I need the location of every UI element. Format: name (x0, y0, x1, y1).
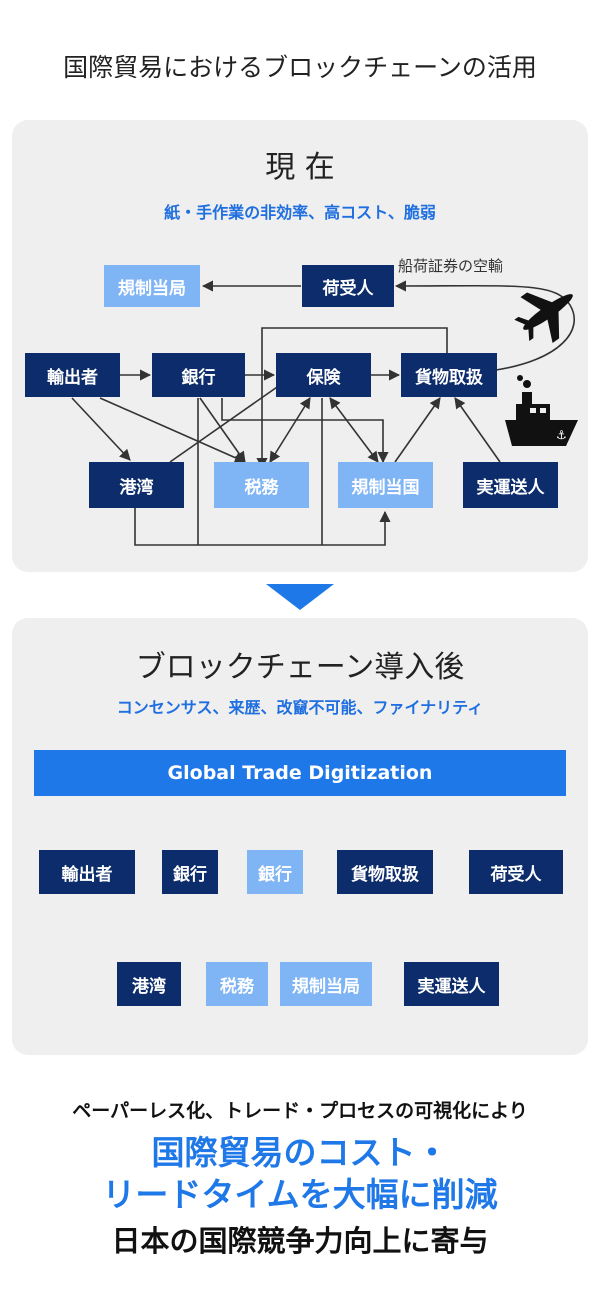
node-consignee: 荷受人 (302, 265, 394, 307)
after-heading: ブロックチェーン導入後 (135, 650, 465, 685)
current-subtitle: 紙・手作業の非効率、高コスト、脆弱 (164, 203, 436, 222)
down-arrow-icon (266, 584, 334, 610)
footer-highlight-line-a: 国際貿易のコスト・ (151, 1133, 449, 1172)
node-tax: 税務 (214, 462, 309, 508)
after-node-exporter: 輸出者 (39, 850, 135, 894)
after-node-bank-2: 銀行 (247, 850, 303, 894)
after-node-port: 港湾 (117, 962, 181, 1006)
after-subtitle: コンセンサス、来歴、改竄不可能、ファイナリティ (116, 698, 484, 717)
airplane-icon (514, 292, 573, 343)
node-cargo: 貨物取扱 (401, 353, 497, 397)
footer-highlight-line-b: リードタイムを大幅に削減 (102, 1175, 498, 1214)
node-regulating-country: 規制当国 (338, 462, 433, 508)
svg-text:⚓: ⚓ (556, 428, 567, 442)
after-node-bank: 銀行 (162, 850, 218, 894)
node-exporter: 輸出者 (25, 353, 120, 397)
footer-highlight: 国際貿易のコスト・ リードタイムを大幅に削減 (0, 1132, 600, 1216)
footer-line-1: ペーパーレス化、トレード・プロセスの可視化により (72, 1100, 528, 1122)
page-title: 国際貿易におけるブロックチェーンの活用 (63, 53, 537, 82)
node-insurance: 保険 (276, 353, 371, 397)
node-carrier: 実運送人 (463, 462, 558, 508)
after-node-carrier: 実運送人 (404, 962, 499, 1006)
current-heading: 現 在 (265, 150, 335, 185)
node-port: 港湾 (89, 462, 184, 508)
after-node-regulator: 規制当局 (280, 962, 372, 1006)
ship-icon: ⚓ (505, 375, 578, 446)
after-node-consignee: 荷受人 (469, 850, 563, 894)
after-node-cargo: 貨物取扱 (337, 850, 433, 894)
after-node-tax: 税務 (206, 962, 268, 1006)
platform-banner: Global Trade Digitization (34, 750, 566, 796)
bill-of-lading-note: 船荷証券の空輸 (398, 257, 504, 275)
footer-line-3: 日本の国際競争力向上に寄与 (111, 1224, 489, 1258)
node-bank: 銀行 (152, 353, 245, 397)
node-regulator: 規制当局 (104, 265, 200, 307)
